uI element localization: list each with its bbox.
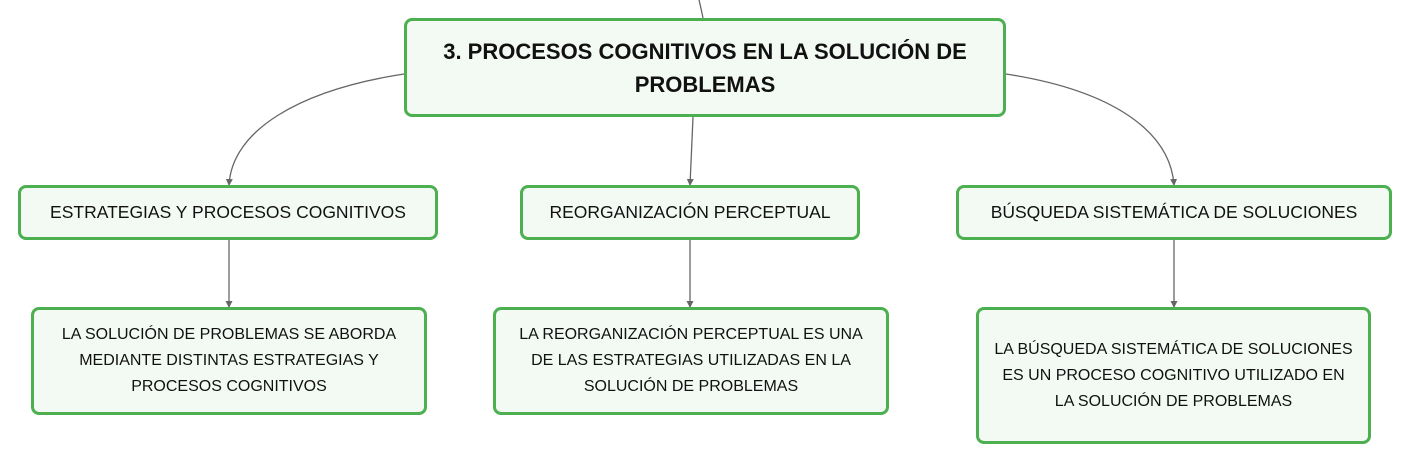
root-topic-label: 3. PROCESOS COGNITIVOS EN LA SOLUCIÓN DE…: [443, 38, 967, 97]
detail-text: LA SOLUCIÓN DE PROBLEMAS SE ABORDA MEDIA…: [61, 326, 397, 395]
connector-root-to-branch-1: [225, 73, 405, 186]
connector-root-to-branch-3: [1005, 73, 1178, 186]
branch-label: BÚSQUEDA SISTEMÁTICA DE SOLUCIONES: [990, 202, 1358, 222]
connector-root-to-branch-2: [686, 116, 694, 186]
connector-parent-to-root: [698, 0, 704, 19]
branch-node-busqueda[interactable]: BÚSQUEDA SISTEMÁTICA DE SOLUCIONES: [956, 185, 1392, 240]
branch-label: REORGANIZACIÓN PERCEPTUAL: [549, 202, 831, 222]
branch-label: ESTRATEGIAS Y PROCESOS COGNITIVOS: [50, 202, 406, 222]
detail-text: LA REORGANIZACIÓN PERCEPTUAL ES UNA DE L…: [519, 326, 863, 395]
detail-node-reorganizacion[interactable]: LA REORGANIZACIÓN PERCEPTUAL ES UNA DE L…: [493, 307, 889, 415]
detail-node-busqueda[interactable]: LA BÚSQUEDA SISTEMÁTICA DE SOLUCIONES ES…: [976, 307, 1371, 444]
root-topic-node[interactable]: 3. PROCESOS COGNITIVOS EN LA SOLUCIÓN DE…: [404, 18, 1006, 117]
detail-node-estrategias[interactable]: LA SOLUCIÓN DE PROBLEMAS SE ABORDA MEDIA…: [31, 307, 427, 415]
branch-node-estrategias[interactable]: ESTRATEGIAS Y PROCESOS COGNITIVOS: [18, 185, 438, 240]
branch-node-reorganizacion[interactable]: REORGANIZACIÓN PERCEPTUAL: [520, 185, 860, 240]
detail-text: LA BÚSQUEDA SISTEMÁTICA DE SOLUCIONES ES…: [994, 340, 1353, 410]
